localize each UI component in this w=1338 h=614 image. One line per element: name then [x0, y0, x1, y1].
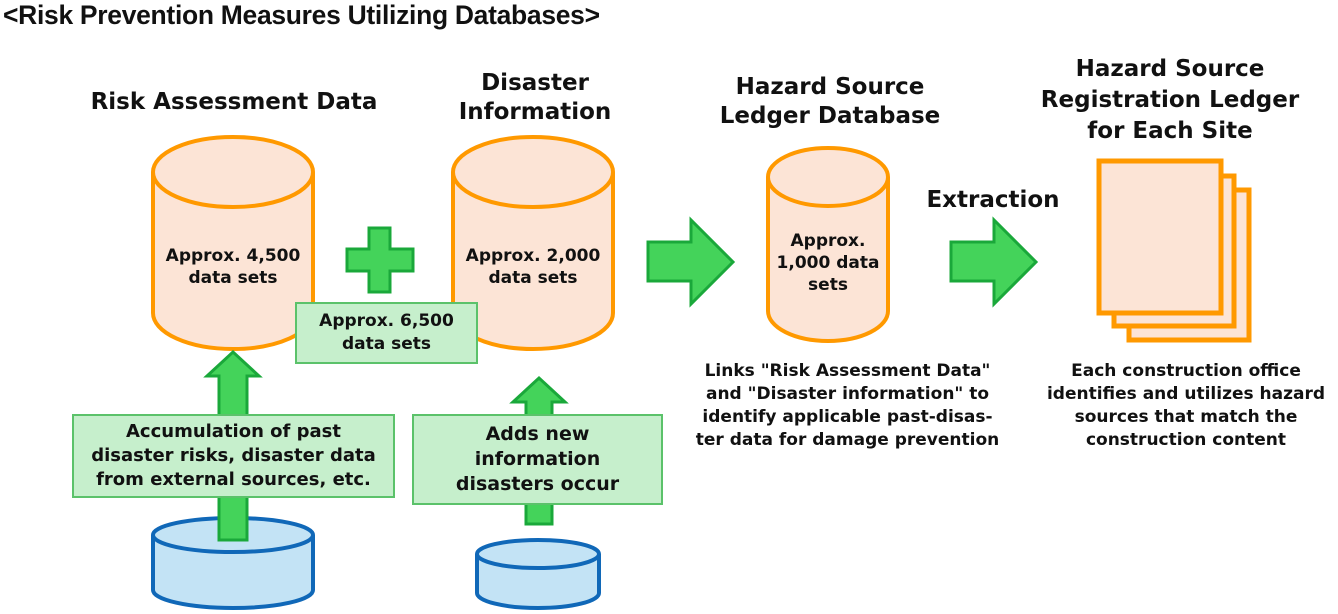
count-line: Approx.	[790, 231, 866, 251]
combined-count-box: Approx. 6,500 data sets	[295, 302, 478, 364]
hazard-source-ledger-database-icon	[766, 146, 890, 343]
heading-line: Hazard Source	[1075, 56, 1265, 82]
description-line: disaster risks, disaster data	[91, 445, 376, 466]
description-line: Adds new	[485, 423, 590, 445]
caption-line: identifies and utilizes hazard	[1046, 384, 1326, 404]
caption-line: identify applicable past-disas-	[702, 407, 993, 427]
count-line: data sets	[188, 268, 278, 288]
ledger-pages-icon	[1096, 158, 1252, 343]
combined-count-line: Approx. 6,500	[319, 311, 454, 331]
hazard-source-ledger-count: Approx. 1,000 data sets	[765, 230, 891, 296]
caption-line: Each construction office	[1071, 361, 1301, 381]
disaster-source-description-box: Adds new information disasters occur	[412, 414, 663, 505]
hazard-source-ledger-caption: Links "Risk Assessment Data" and "Disast…	[670, 360, 1025, 452]
count-line: Approx. 2,000	[465, 246, 601, 266]
heading-disaster-information: Disaster Information	[430, 69, 640, 127]
risk-assessment-count: Approx. 4,500 data sets	[150, 245, 316, 289]
heading-line: Registration Ledger	[1040, 87, 1300, 113]
caption-line: construction content	[1085, 430, 1287, 450]
count-line: 1,000 data	[776, 253, 880, 273]
count-line: sets	[808, 275, 848, 295]
heading-risk-assessment: Risk Assessment Data	[70, 88, 398, 117]
combined-count-line: data sets	[341, 334, 432, 354]
heading-hazard-source-ledger: Hazard Source Ledger Database	[700, 73, 960, 131]
heading-line: Disaster	[481, 70, 589, 96]
new-disaster-source-database-icon	[475, 538, 601, 610]
arrow-right-icon	[949, 216, 1039, 308]
site-ledger-caption: Each construction office identifies and …	[1036, 360, 1336, 452]
caption-line: ter data for damage prevention	[695, 430, 1000, 450]
arrow-right-icon	[646, 216, 736, 308]
risk-source-description-box: Accumulation of past disaster risks, dis…	[72, 414, 395, 498]
count-line: Approx. 4,500	[165, 246, 301, 266]
risk-assessment-database-icon	[151, 135, 315, 351]
caption-line: and "Disaster information" to	[705, 384, 989, 404]
heading-line: Hazard Source	[735, 74, 925, 100]
diagram-title: <Risk Prevention Measures Utilizing Data…	[3, 0, 600, 30]
caption-line: Links "Risk Assessment Data"	[704, 361, 991, 381]
heading-risk-assessment-text: Risk Assessment Data	[90, 89, 378, 115]
disaster-information-database-icon	[451, 135, 615, 351]
disaster-information-count: Approx. 2,000 data sets	[450, 245, 616, 289]
heading-line: Information	[458, 99, 612, 125]
description-line: Accumulation of past	[125, 421, 341, 442]
description-line: information	[474, 448, 601, 470]
heading-site-ledger: Hazard Source Registration Ledger for Ea…	[1030, 54, 1310, 147]
description-line: from external sources, etc.	[96, 469, 371, 490]
heading-line: Ledger Database	[719, 103, 941, 129]
plus-icon	[345, 226, 415, 294]
caption-line: sources that match the	[1074, 407, 1298, 427]
extraction-label: Extraction	[926, 187, 1060, 213]
heading-line: for Each Site	[1087, 118, 1253, 144]
count-line: data sets	[488, 268, 578, 288]
description-line: disasters occur	[455, 473, 620, 495]
